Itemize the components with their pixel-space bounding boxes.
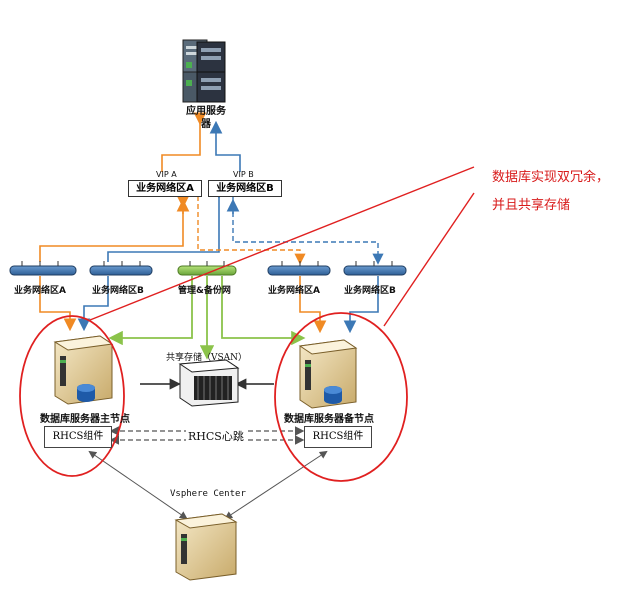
switch-label-mgmt: 管理&备份网: [178, 286, 231, 296]
switch-label-zone-b-right: 业务网络区B: [344, 286, 396, 296]
switch-bar-zone-a-left: [9, 261, 77, 276]
heartbeat-label: RHCS心跳: [186, 428, 246, 444]
standby-rhcs-box: RHCS组件: [304, 426, 372, 448]
primary-highlight-ellipse: [19, 315, 125, 477]
vip-b-label: VIP B: [233, 170, 254, 179]
standby-db-server-icon: [298, 339, 358, 409]
switch-bar-zone-b-right: [343, 261, 407, 276]
switch-label-zone-a-right: 业务网络区A: [268, 286, 320, 296]
switch-label-zone-b-left: 业务网络区B: [92, 286, 144, 296]
callout-line-2: 并且共享存储: [492, 198, 571, 213]
standby-db-label: 数据库服务器备节点: [284, 414, 374, 425]
switch-bar-zone-a-right: [267, 261, 331, 276]
primary-rhcs-box: RHCS组件: [44, 426, 112, 448]
vcenter-server-icon: [174, 513, 238, 581]
vip-a-label: VIP A: [156, 170, 177, 179]
app-server-icon: [182, 39, 226, 103]
standby-highlight-ellipse: [274, 312, 408, 482]
switch-label-zone-a-left: 业务网络区A: [14, 286, 66, 296]
vcenter-label: Vsphere Center: [170, 489, 246, 499]
shared-storage-label: 共享存储（VSAN）: [166, 353, 248, 363]
switch-bar-zone-b-left: [89, 261, 153, 276]
primary-db-label: 数据库服务器主节点: [40, 414, 130, 425]
app-server-label: 应用服务器: [186, 106, 226, 130]
shared-storage-icon: [178, 359, 240, 407]
redundancy-callout: 数据库实现双冗余， 并且共享存储: [492, 164, 609, 220]
primary-db-server-icon: [53, 335, 114, 405]
callout-line-1: 数据库实现双冗余，: [492, 170, 610, 185]
zone-b-box: 业务网络区B: [208, 180, 282, 197]
zone-a-box: 业务网络区A: [128, 180, 202, 197]
